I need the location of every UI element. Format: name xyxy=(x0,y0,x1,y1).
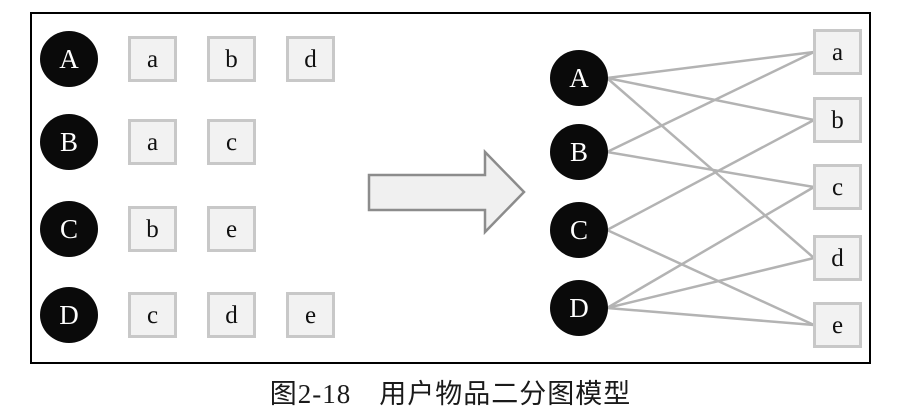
item-node: e xyxy=(207,206,256,252)
item-node-label: e xyxy=(304,301,317,329)
item-node: b xyxy=(128,206,177,252)
user-node-label: C xyxy=(569,214,588,245)
item-node-label: b xyxy=(146,215,159,243)
user-node-label: D xyxy=(569,292,589,323)
item-node: c xyxy=(813,164,862,210)
item-node: e xyxy=(286,292,335,338)
user-node: B xyxy=(550,124,608,180)
item-node-label: b xyxy=(225,45,238,73)
item-node-label: a xyxy=(146,128,159,156)
item-node-label: c xyxy=(146,301,159,329)
item-node-label: a xyxy=(146,45,159,73)
item-node: b xyxy=(207,36,256,82)
item-node: b xyxy=(813,97,862,143)
item-node-label: e xyxy=(225,215,238,243)
user-node-label: C xyxy=(59,213,78,244)
item-node-label: b xyxy=(831,106,844,134)
item-node: d xyxy=(207,292,256,338)
item-node-label: c xyxy=(831,173,844,201)
user-node: A xyxy=(40,31,98,87)
item-node: c xyxy=(128,292,177,338)
user-node: D xyxy=(550,280,608,336)
item-node: d xyxy=(813,235,862,281)
user-node-label: B xyxy=(569,136,588,167)
user-node: B xyxy=(40,114,98,170)
user-node: D xyxy=(40,287,98,343)
user-node-label: A xyxy=(569,62,589,93)
item-node: a xyxy=(128,119,177,165)
item-node-label: d xyxy=(831,244,844,272)
item-node-label: c xyxy=(225,128,238,156)
user-node: C xyxy=(40,201,98,257)
item-node-label: d xyxy=(304,45,317,73)
item-node: c xyxy=(207,119,256,165)
user-node-label: D xyxy=(59,299,79,330)
user-node-label: A xyxy=(59,43,79,74)
item-node: d xyxy=(286,36,335,82)
item-node: a xyxy=(128,36,177,82)
item-node-label: d xyxy=(225,301,238,329)
user-node: C xyxy=(550,202,608,258)
user-node-label: B xyxy=(59,126,78,157)
figure-caption: 图2-18 用户物品二分图模型 xyxy=(269,379,632,409)
item-node-label: a xyxy=(831,38,844,66)
item-node-label: e xyxy=(831,311,844,339)
item-node: e xyxy=(813,302,862,348)
user-node: A xyxy=(550,50,608,106)
item-node: a xyxy=(813,29,862,75)
